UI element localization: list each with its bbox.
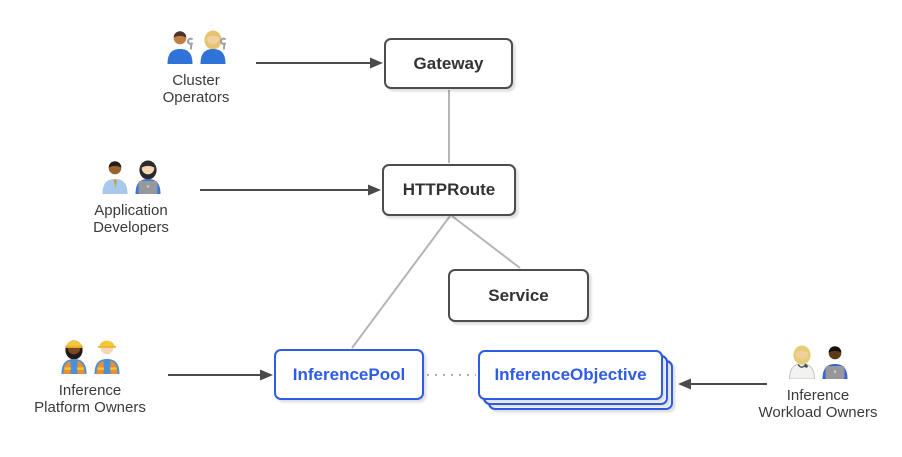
actor-inference-platform-owners-people (59, 338, 122, 374)
actor-inference-platform-owners: Inference Platform Owners (10, 338, 170, 416)
actor-cluster-operators-label: Cluster Operators (163, 72, 230, 106)
actor-label-line: Application (94, 202, 168, 219)
arrow-workload-owners-to-inferenceobjective (678, 378, 767, 390)
actor-inference-workload-owners-label: Inference Workload Owners (759, 387, 878, 421)
node-gateway-label: Gateway (413, 53, 484, 73)
actor-cluster-operators-people (165, 28, 228, 64)
actor-label-line: Cluster (172, 72, 220, 89)
node-gateway: Gateway (384, 38, 513, 89)
edge-httproute-service (451, 215, 521, 269)
node-inferencepool: InferencePool (274, 349, 424, 400)
man-technologist-emoji (102, 161, 127, 194)
actor-cluster-operators: Cluster Operators (126, 28, 266, 106)
arrow-application-developers-to-httproute (200, 184, 381, 196)
actor-application-developers-label: Application Developers (93, 202, 169, 236)
woman-mechanic-emoji (200, 30, 226, 64)
woman-technologist-emoji (135, 160, 160, 194)
arrow-platform-owners-to-inferencepool (168, 369, 273, 381)
actor-label-line: Inference (786, 387, 850, 404)
man-mechanic-emoji (167, 31, 193, 64)
actor-label-line: Developers (93, 219, 169, 236)
man-construction-worker-emoji (94, 340, 119, 374)
health-worker-emoji (788, 345, 815, 379)
node-inferenceobjective-label: InferenceObjective (494, 365, 647, 384)
arrow-cluster-operators-to-gateway (256, 57, 383, 69)
node-service-label: Service (488, 285, 549, 305)
actor-application-developers-people (100, 158, 163, 194)
actor-label-line: Workload Owners (758, 404, 878, 421)
node-httproute: HTTPRoute (382, 164, 516, 216)
actor-inference-workload-owners-people (787, 343, 850, 379)
actor-inference-platform-owners-label: Inference Platform Owners (34, 382, 146, 416)
actor-label-line: Operators (162, 89, 230, 106)
node-inferencepool-label: InferencePool (292, 364, 406, 384)
man-technologist-dark-emoji (822, 346, 847, 379)
actor-application-developers: Application Developers (61, 158, 201, 236)
actor-label-line: Inference (58, 382, 122, 399)
node-inferenceobjective: InferenceObjective (478, 350, 663, 400)
edge-httproute-inferencepool (351, 215, 451, 349)
actor-label-line: Platform Owners (34, 399, 146, 416)
node-service: Service (448, 269, 589, 322)
woman-construction-worker-emoji (61, 340, 86, 374)
actor-inference-workload-owners: Inference Workload Owners (738, 343, 898, 421)
node-httproute-label: HTTPRoute (402, 180, 496, 199)
